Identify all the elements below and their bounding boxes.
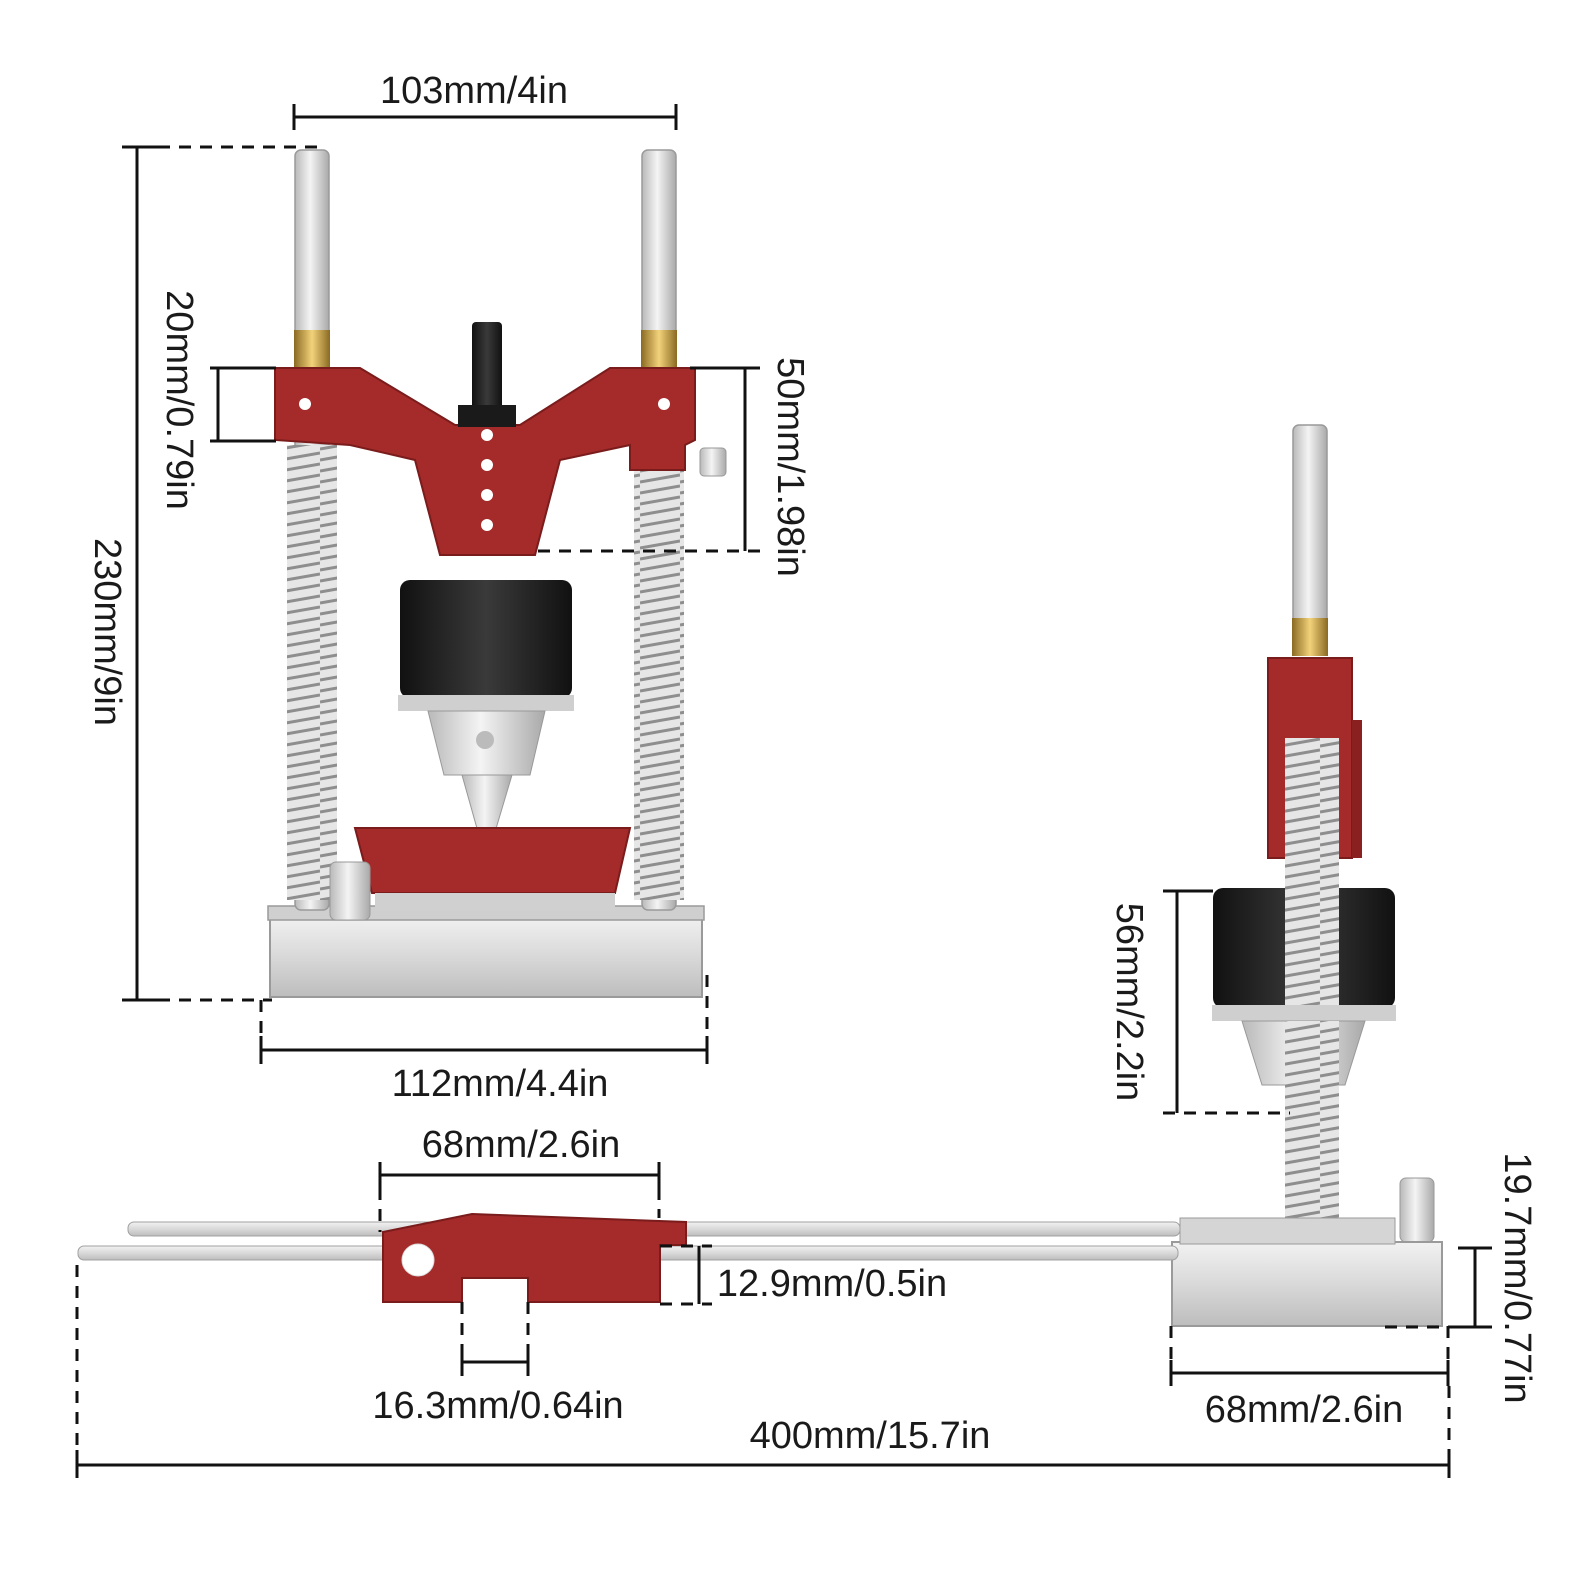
guide-rail-view bbox=[77, 1212, 1181, 1303]
front-work-clamp bbox=[353, 827, 632, 894]
side-view bbox=[1171, 424, 1443, 1327]
front-chuck-body bbox=[400, 580, 572, 698]
label-top-width: 103mm/4in bbox=[380, 70, 568, 112]
side-base-block bbox=[1171, 1241, 1443, 1327]
front-view bbox=[267, 149, 727, 998]
label-collar-height: 20mm/0.79in bbox=[158, 290, 200, 510]
label-base-block-width: 68mm/2.6in bbox=[1205, 1389, 1404, 1431]
label-slot-width: 16.3mm/0.64in bbox=[372, 1385, 623, 1427]
label-base-width: 112mm/4.4in bbox=[392, 1063, 609, 1105]
front-base-block bbox=[269, 914, 703, 998]
label-carriage-height: 50mm/1.98in bbox=[769, 357, 811, 577]
dimension-labels: 103mm/4in 230mm/9in 20mm/0.79in 50mm/1.9… bbox=[86, 70, 1538, 1457]
label-chuck-height: 56mm/2.2in bbox=[1108, 903, 1150, 1102]
label-total-height: 230mm/9in bbox=[86, 538, 128, 726]
label-guide-height: 12.9mm/0.5in bbox=[717, 1263, 947, 1305]
dimension-lines bbox=[75, 104, 1492, 1478]
label-base-block-height: 19.7mm/0.77in bbox=[1496, 1152, 1538, 1403]
front-left-spring bbox=[287, 445, 337, 900]
guide-clamp bbox=[382, 1212, 687, 1303]
front-right-spring bbox=[634, 470, 684, 900]
label-total-length: 400mm/15.7in bbox=[750, 1415, 991, 1457]
label-guide-width: 68mm/2.6in bbox=[422, 1124, 621, 1166]
